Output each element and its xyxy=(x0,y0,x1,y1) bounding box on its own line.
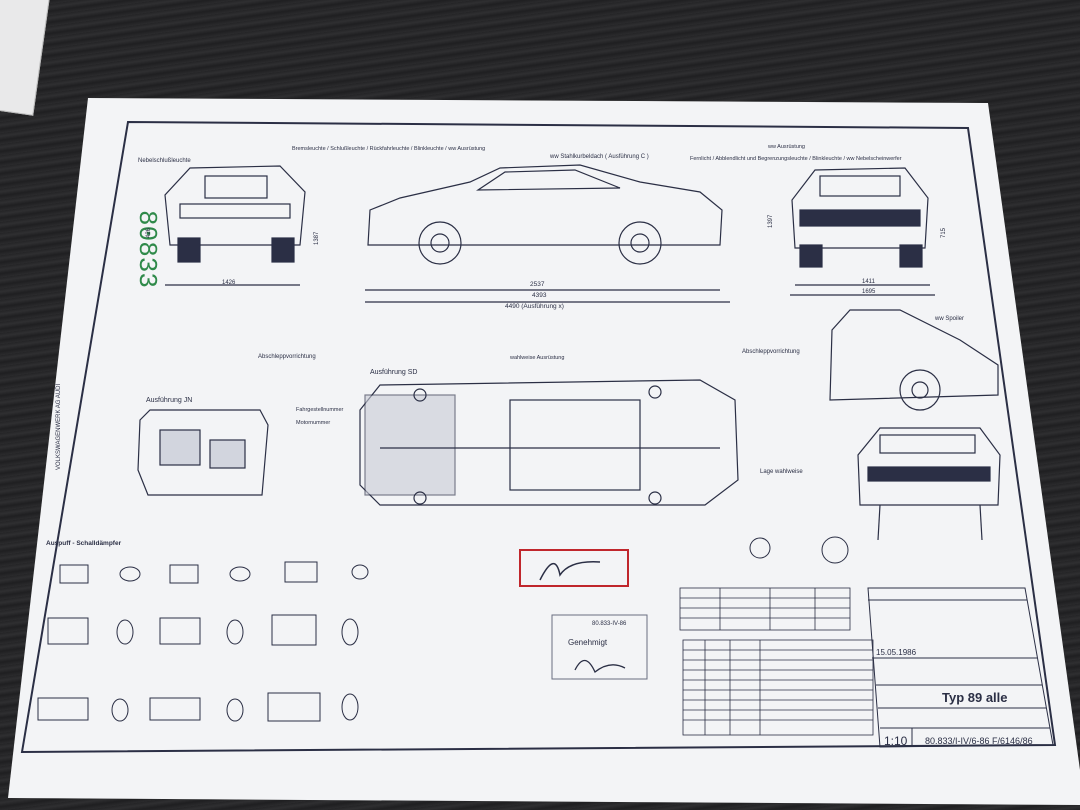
title-block xyxy=(867,587,1054,748)
engine-bay-jn xyxy=(137,409,269,496)
wheel-icon xyxy=(749,537,771,559)
dim-front-height: 1397 xyxy=(768,214,774,228)
title-number: 80.833/I-IV/6-86 F/6146/86 xyxy=(925,736,1033,746)
label-spoiler: ww Spoiler xyxy=(934,316,964,322)
label-wahlweise: wahlweise Ausrüstung xyxy=(509,355,564,361)
dim-wheelbase: 2537 xyxy=(530,281,545,288)
dim-overall: 4393 xyxy=(532,292,547,299)
label-abschlepp-left: Abschleppvorrichtung xyxy=(258,354,316,360)
spec-table xyxy=(679,587,851,631)
approval-stamp-label: Genehmigt xyxy=(568,638,608,647)
label-ausfuehrung-jn: Ausführung JN xyxy=(146,397,192,404)
label-nebelschluss: Nebelschlußleuchte xyxy=(138,158,191,164)
label-stahlkurbeldach: ww Stahlkurbeldach ( Ausführung C ) xyxy=(549,154,649,160)
title-date: 15.05.1986 xyxy=(876,648,917,657)
front-view-car xyxy=(790,167,935,296)
label-abschlepp-right: Abschleppvorrichtung xyxy=(742,349,800,355)
drawing-number-stamp: 80833 xyxy=(132,210,162,288)
label-ww-ausruestung: ww Ausrüstung xyxy=(767,144,805,150)
approval-stamp xyxy=(551,614,648,680)
label-fernlicht: Fernlicht / Abblendlicht und Begrenzungs… xyxy=(690,156,902,162)
rear-view-car xyxy=(164,165,306,286)
dim-front-side: 715 xyxy=(941,227,947,238)
approval-signature xyxy=(574,659,626,674)
side-view-car xyxy=(365,164,730,303)
red-signature-stamp xyxy=(519,549,629,587)
label-motornummer: Motornummer xyxy=(296,420,330,426)
title-type: Typ 89 alle xyxy=(942,690,1008,705)
wheel-icon xyxy=(821,536,849,564)
dim-rear-width: 1426 xyxy=(222,280,236,286)
rear-view-car-lower xyxy=(857,427,1001,541)
top-view-car xyxy=(359,379,739,506)
label-fahrgestell: Fahrgestellnummer xyxy=(296,407,344,413)
dim-front-width: 1695 xyxy=(862,289,876,295)
label-auspuff: Auspuff - Schalldämpfer xyxy=(46,540,122,547)
drawing-frame xyxy=(20,120,1057,754)
dim-overall-x: 4490 (Ausführung x) xyxy=(505,303,564,310)
dim-rear-low: 426 xyxy=(146,227,152,238)
label-rear-lights: Bremsleuchte / Schlußleuchte / Rückfahrl… xyxy=(292,146,485,152)
manufacturer-label: VOLKSWAGENWERK AG AUDI xyxy=(56,384,62,470)
signature xyxy=(539,561,601,581)
rear-quarter-view-car xyxy=(829,309,999,411)
paper xyxy=(8,98,1080,805)
dim-rear-height: 1387 xyxy=(314,231,320,245)
muffler-drawings xyxy=(37,561,369,722)
revision-table xyxy=(682,639,874,736)
dim-front-track: 1411 xyxy=(862,279,876,285)
label-ausfuehrung-sd: Ausführung SD xyxy=(370,369,417,376)
title-scale: 1:10 xyxy=(884,734,908,748)
label-lage-wahlweise: Lage wahlweise xyxy=(760,469,803,475)
approval-stamp-number: 80.833-IV-86 xyxy=(592,621,627,627)
